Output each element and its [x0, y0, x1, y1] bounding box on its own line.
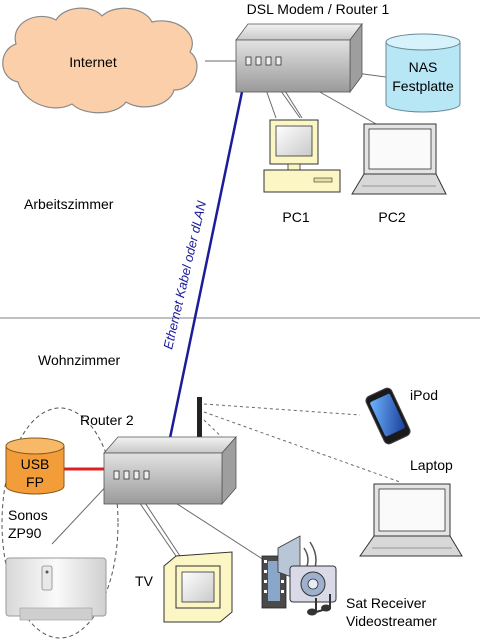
pc2-label: PC2	[378, 209, 405, 225]
usb-label-line1: USB	[21, 456, 50, 472]
pc1-label: PC1	[282, 209, 309, 225]
room-living-label: Wohnzimmer	[38, 352, 121, 368]
tv-label: TV	[135, 573, 154, 589]
room-office-label: Arbeitszimmer	[24, 196, 114, 212]
router-icon	[103, 397, 237, 506]
ipod-label: iPod	[410, 387, 438, 403]
laptop-label: Laptop	[410, 457, 453, 473]
sonos-label-line2: ZP90	[8, 525, 42, 541]
ethernet-label: Ethernet Kabel oder dLAN	[160, 199, 209, 351]
router2-label: Router 2	[80, 412, 134, 428]
usb-disk-icon	[5, 437, 65, 495]
sonos-label-line1: Sonos	[8, 507, 48, 523]
router1-label: DSL Modem / Router 1	[247, 1, 390, 17]
sat-label-line2: Videostreamer	[346, 613, 437, 629]
sonos-zone	[1, 407, 119, 639]
tv-icon	[163, 551, 233, 623]
laptop-icon	[351, 123, 447, 195]
sat-label-line1: Sat Receiver	[346, 595, 426, 611]
nas-label-line2: Festplatte	[392, 78, 454, 94]
laptop-icon	[359, 483, 463, 557]
media-icon	[261, 535, 337, 616]
ipod-icon	[365, 387, 411, 445]
nas-label-line1: NAS	[409, 59, 438, 75]
desktop-pc-icon	[263, 119, 341, 193]
cloud-icon	[2, 7, 198, 114]
usb-label-line2: FP	[26, 474, 44, 490]
ethernet-cable	[168, 62, 250, 439]
internet-label: Internet	[69, 54, 117, 70]
nas-disk-icon	[385, 33, 461, 113]
router-icon	[235, 22, 363, 94]
sonos-player-icon	[5, 557, 107, 621]
